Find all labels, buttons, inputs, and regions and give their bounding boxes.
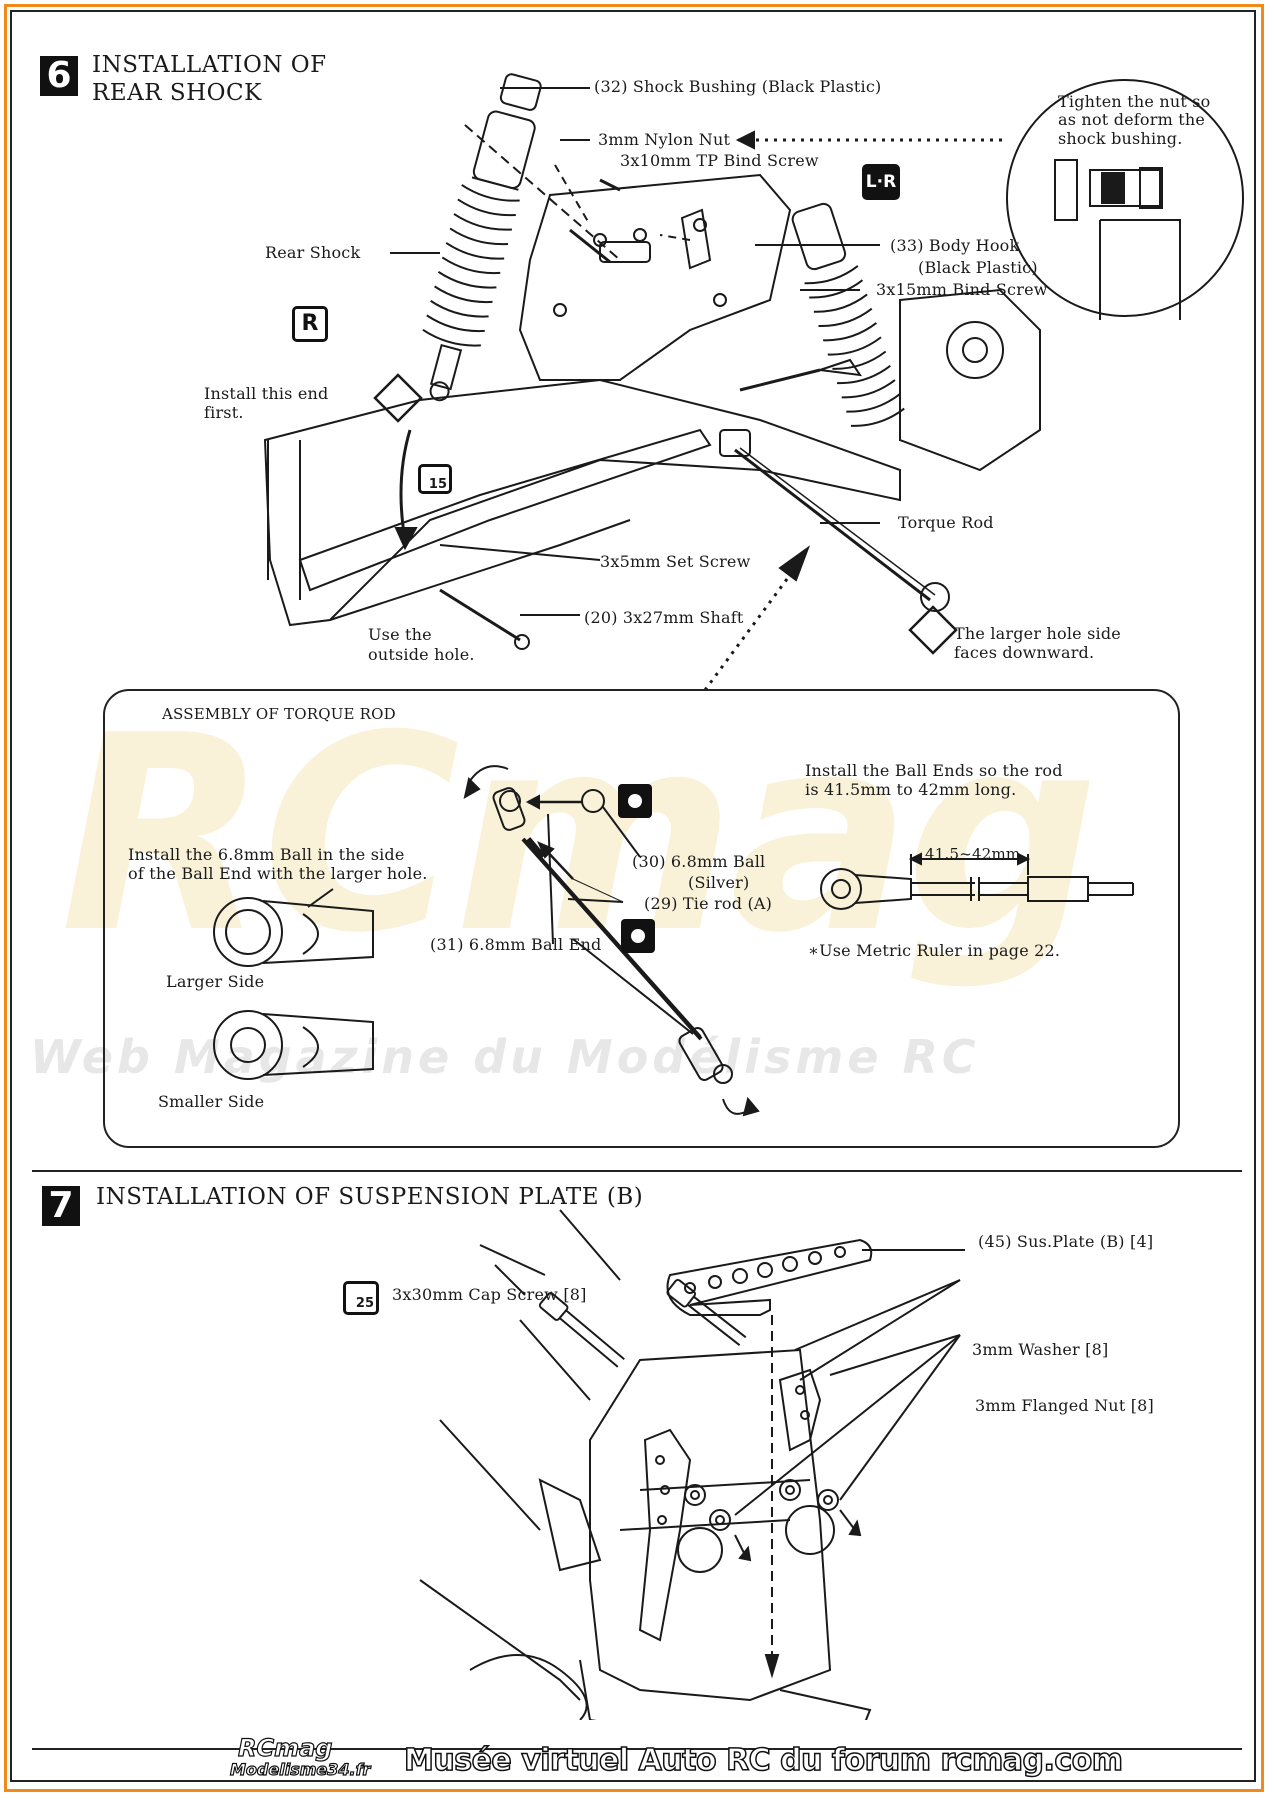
torque-rod-assembly-title: ASSEMBLY OF TORQUE ROD <box>162 705 396 723</box>
lr-badge: L·R <box>862 164 900 200</box>
label-flanged-nut: 3mm Flanged Nut [8] <box>975 1396 1154 1415</box>
label-shock-bushing: (32) Shock Bushing (Black Plastic) <box>594 77 882 96</box>
label-install-ball-1: Install the 6.8mm Ball in the side <box>128 845 405 864</box>
label-smaller-side: Smaller Side <box>158 1092 265 1111</box>
label-larger-side: Larger Side <box>166 972 265 991</box>
label-shaft: (20) 3x27mm Shaft <box>584 608 744 627</box>
step-6-title-line1: INSTALLATION OF <box>92 52 327 78</box>
label-bind-screw: 3x15mm Bind Screw <box>876 280 1048 299</box>
torque-rod-assembly-panel <box>103 689 1180 1148</box>
label-tighten-note-2: as not deform the <box>1058 110 1206 129</box>
r-badge: R <box>292 306 328 342</box>
label-ball: (30) 6.8mm Ball <box>632 852 766 871</box>
hex-wrench-15-icon: 15 <box>418 464 452 494</box>
label-sus-plate: (45) Sus.Plate (B) [4] <box>978 1232 1154 1251</box>
step-7-number: 7 <box>42 1186 80 1226</box>
label-ball-silver: (Silver) <box>688 873 750 892</box>
label-install-ball-2: of the Ball End with the larger hole. <box>128 864 428 883</box>
label-tighten-note-1: Tighten the nut so <box>1058 92 1211 111</box>
label-install-end-1: Install this end <box>204 384 329 403</box>
label-torque-rod: Torque Rod <box>898 513 994 532</box>
label-tp-bind-screw: 3x10mm TP Bind Screw <box>620 151 819 170</box>
footer-caption: Musée virtuel Auto RC du forum rcmag.com <box>403 1742 1124 1779</box>
hex-wrench-25-label: 25 <box>355 1296 374 1311</box>
label-install-end-2: first. <box>204 403 244 422</box>
label-install-ends-1: Install the Ball Ends so the rod <box>805 761 1063 780</box>
step-7-title: INSTALLATION OF SUSPENSION PLATE (B) <box>96 1184 644 1210</box>
footer-divider <box>32 1748 1242 1750</box>
page-border <box>10 10 1256 1782</box>
label-rear-shock: Rear Shock <box>265 243 361 262</box>
label-outside-hole-1: Use the <box>368 625 432 644</box>
label-dimension: 41.5~42mm <box>925 845 1021 863</box>
label-ball-end: (31) 6.8mm Ball End <box>430 935 602 954</box>
step-6-number: 6 <box>40 56 78 96</box>
torque-rod-assembly-diagram <box>213 765 1134 1117</box>
page-frame <box>4 4 1264 1792</box>
label-larger-hole-2: faces downward. <box>954 643 1095 662</box>
rear-shock-diagram <box>263 73 1244 691</box>
label-tie-rod: (29) Tie rod (A) <box>644 894 773 913</box>
hex-wrench-15-label: 15 <box>428 477 447 492</box>
label-body-hook-1: (33) Body Hook <box>890 236 1020 255</box>
label-set-screw: 3x5mm Set Screw <box>600 552 751 571</box>
footer-logo-modelisme: Modelisme34.fr <box>229 1760 371 1779</box>
label-body-hook-2: (Black Plastic) <box>918 258 1038 277</box>
label-washer: 3mm Washer [8] <box>972 1340 1109 1359</box>
label-nylon-nut: 3mm Nylon Nut <box>598 130 731 149</box>
section-divider <box>32 1170 1242 1172</box>
label-larger-hole-1: The larger hole side <box>954 624 1121 643</box>
suspension-plate-diagram <box>419 1209 965 1720</box>
label-cap-screw: 3x30mm Cap Screw [8] <box>392 1285 587 1304</box>
label-outside-hole-2: outside hole. <box>368 645 475 664</box>
watermark-logo: RCmag <box>60 677 1099 992</box>
label-tighten-note-3: shock bushing. <box>1058 129 1183 148</box>
footer-logo-rcmag: RCmag <box>237 1734 333 1762</box>
hex-wrench-25-icon: 25 <box>343 1281 379 1315</box>
watermark-tagline: Web Magazine du Modélisme RC <box>30 1030 980 1084</box>
label-ruler-note: ∗Use Metric Ruler in page 22. <box>808 941 1061 960</box>
step-6-title-line2: REAR SHOCK <box>92 80 262 106</box>
label-install-ends-2: is 41.5mm to 42mm long. <box>805 780 1017 799</box>
